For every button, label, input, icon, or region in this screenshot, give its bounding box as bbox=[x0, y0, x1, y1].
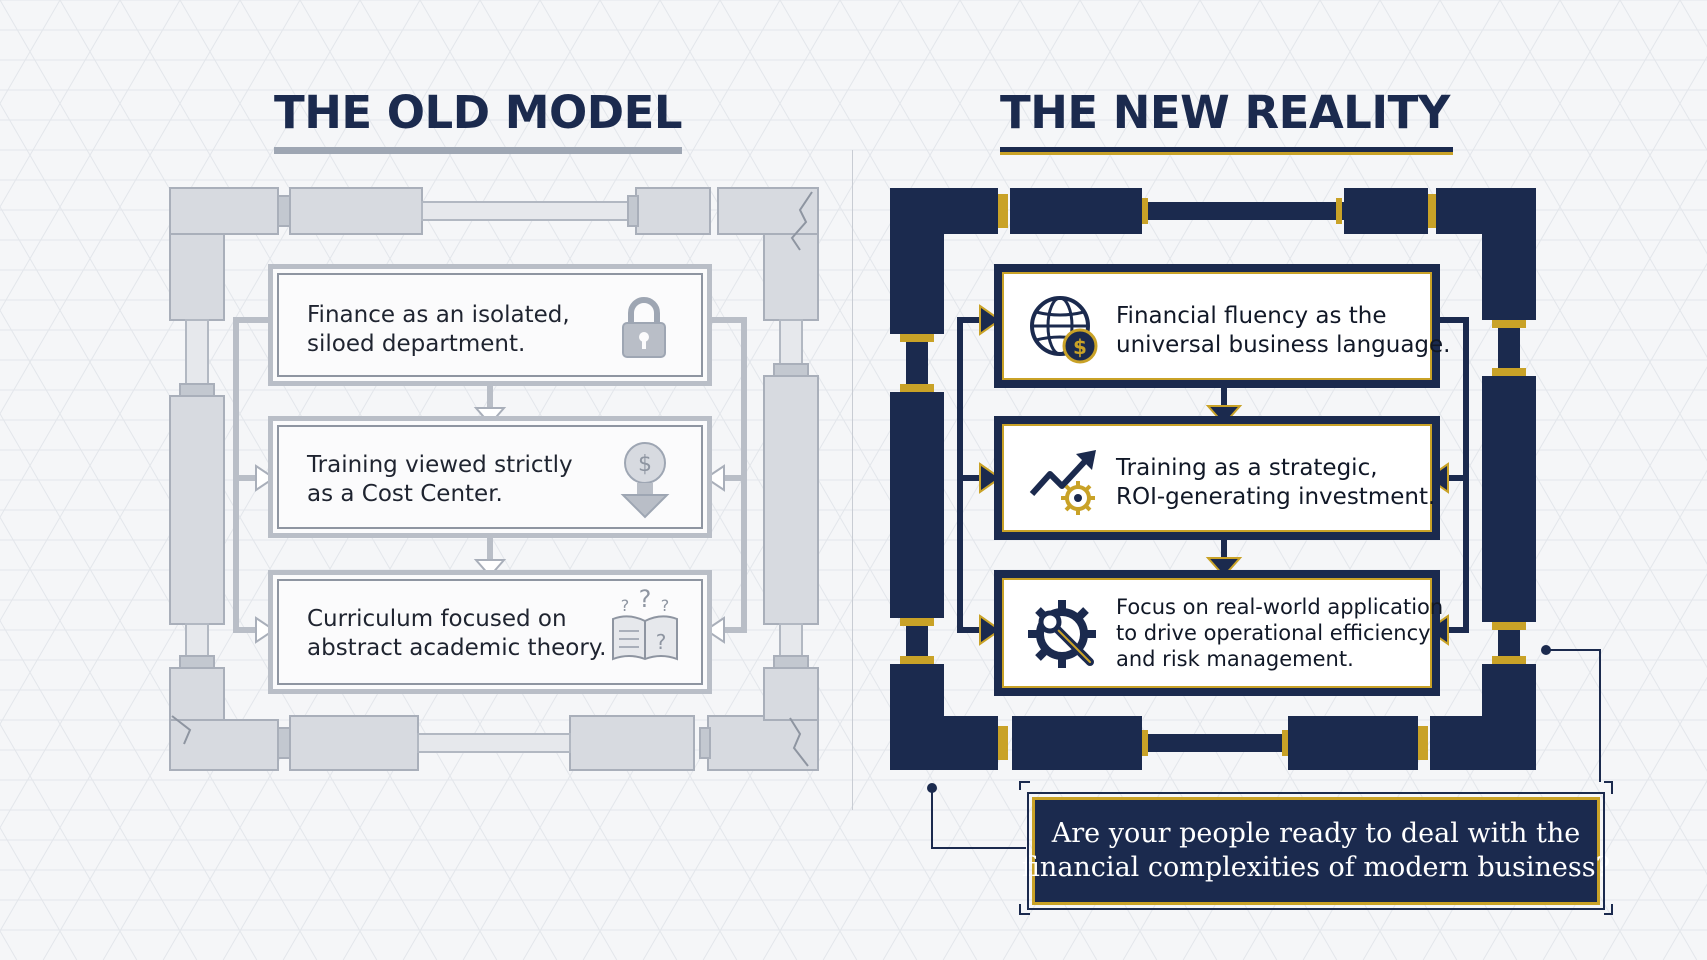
old-item-1-text: Finance as an isolated, siloed departmen… bbox=[307, 302, 570, 357]
svg-text:$: $ bbox=[1073, 335, 1087, 359]
panel-divider bbox=[852, 150, 853, 810]
book-question-icon: ? ? ? ? bbox=[612, 585, 678, 661]
question-callout: Are your people ready to deal with the f… bbox=[1022, 792, 1610, 910]
trend-up-gear-icon bbox=[1029, 450, 1096, 515]
question-text: Are your people ready to deal with the f… bbox=[1021, 818, 1611, 883]
old-item-2-text: Training viewed strictly as a Cost Cente… bbox=[307, 452, 573, 507]
old-model-item-2: Training viewed strictly as a Cost Cente… bbox=[268, 416, 712, 538]
old-model-item-1: Finance as an isolated, siloed departmen… bbox=[268, 264, 712, 386]
old-model-item-3: Curriculum focused on abstract academic … bbox=[268, 570, 712, 694]
svg-text:$: $ bbox=[638, 452, 652, 477]
old-item-3-text: Curriculum focused on abstract academic … bbox=[307, 606, 607, 661]
svg-text:?: ? bbox=[639, 585, 652, 613]
new-reality-underline bbox=[1000, 147, 1453, 155]
old-model-underline bbox=[274, 147, 682, 154]
new-item-3-text: Focus on real-world application to drive… bbox=[1116, 595, 1444, 671]
new-item-2-text: Training as a strategic, ROI-generating … bbox=[1116, 455, 1436, 510]
svg-text:?: ? bbox=[656, 630, 667, 654]
new-reality-title: THE NEW REALITY bbox=[1000, 86, 1450, 139]
svg-text:?: ? bbox=[661, 596, 670, 615]
new-reality-item-3: Focus on real-world application to drive… bbox=[994, 570, 1444, 696]
new-reality-item-2: Training as a strategic, ROI-generating … bbox=[994, 416, 1440, 540]
svg-text:?: ? bbox=[621, 596, 630, 615]
new-item-1-text: Financial fluency as the universal busin… bbox=[1116, 303, 1451, 358]
gear-wrench-icon bbox=[1028, 600, 1096, 668]
old-model-title: THE OLD MODEL bbox=[274, 86, 683, 139]
globe-dollar-icon: $ bbox=[1030, 296, 1098, 364]
new-reality-item-1: $ Financial fluency as the universal bus… bbox=[994, 264, 1451, 388]
dollar-down-arrow-icon: $ bbox=[620, 442, 670, 519]
lock-icon bbox=[622, 297, 666, 358]
